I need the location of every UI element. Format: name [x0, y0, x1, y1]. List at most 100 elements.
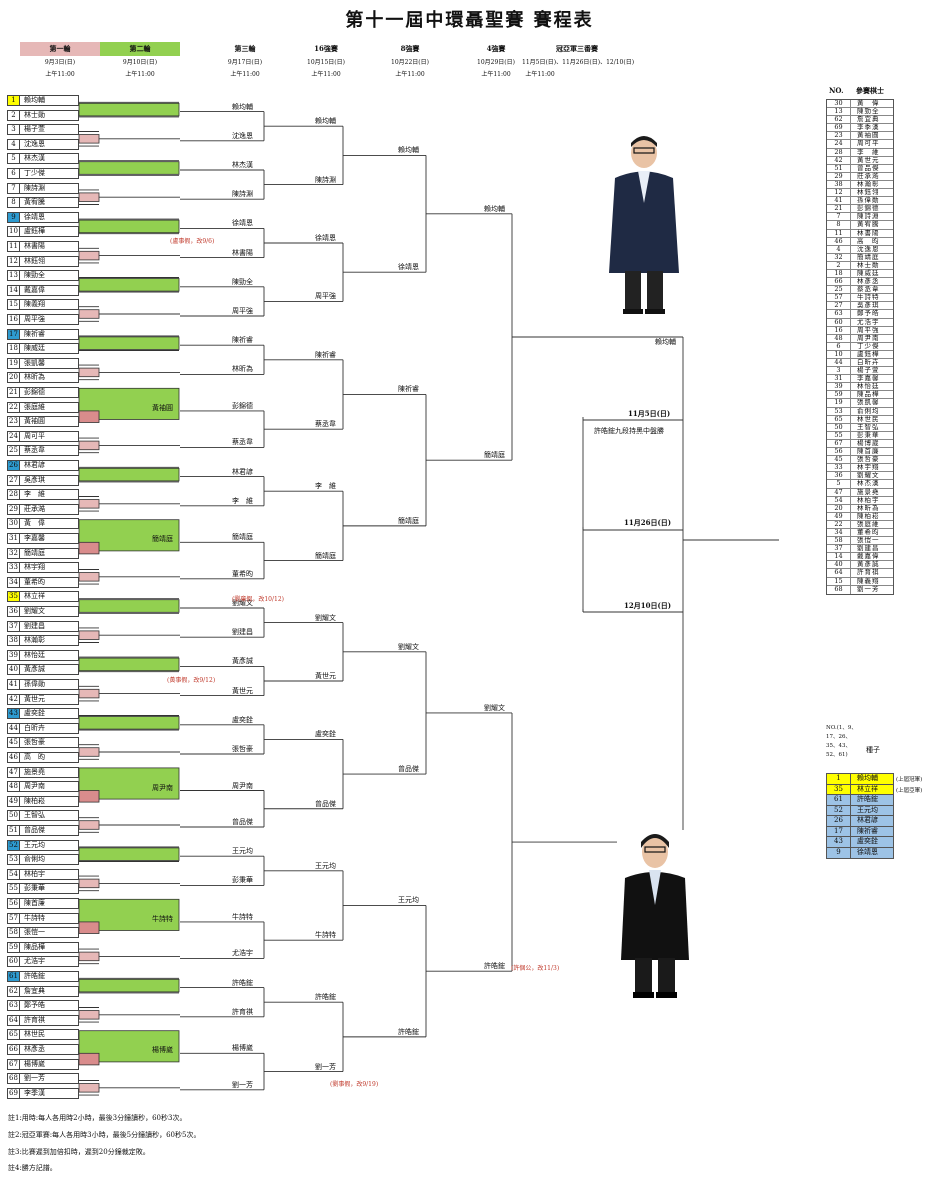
- roster-name: 林柏宇: [857, 495, 880, 504]
- player-number: 39: [7, 649, 20, 661]
- player-name: 李季漢: [20, 1087, 79, 1099]
- sf-winner: 劉耀文: [484, 703, 505, 712]
- roster-number: 33: [827, 464, 851, 472]
- player-name: 林怡廷: [20, 649, 79, 661]
- player-name: 林昕為: [20, 372, 79, 384]
- finalist-photo-bottom: [617, 830, 693, 1000]
- round3-entrant: 劉建昌: [232, 628, 253, 637]
- player-number: 6: [7, 168, 20, 179]
- round6-time: 上午11:00: [481, 71, 511, 78]
- round3-entrant: 楊博崴: [232, 1044, 253, 1053]
- player-name: 蔡丞韋: [20, 445, 79, 457]
- roster-name: 蔡丞韋: [857, 285, 880, 294]
- player-number: 24: [7, 430, 20, 442]
- seed-note: (上屆冠軍): [896, 777, 923, 783]
- player-name: 林彥丞: [20, 1044, 79, 1055]
- roster-name: 張凱馨: [857, 398, 880, 407]
- roster-number: 29: [827, 172, 851, 180]
- qf-winner: 許皓鋐: [398, 1027, 419, 1036]
- roster-name: 陳勁全: [857, 107, 880, 116]
- finalist: 賴均輔: [655, 337, 676, 346]
- round3-entrant: 彭秉華: [232, 876, 253, 885]
- roster-number: 21: [827, 205, 851, 213]
- player-name: 劉耀文: [20, 606, 79, 617]
- player-number: 44: [7, 722, 20, 734]
- player-number: 55: [7, 883, 20, 895]
- round2-winner: 楊博崴: [152, 1046, 173, 1055]
- roster-number: 62: [827, 116, 851, 124]
- round3-entrant: 林君諺: [232, 467, 253, 476]
- roster-name: 劉一芳: [857, 584, 880, 593]
- seed-note: (上屆亞軍): [896, 787, 923, 794]
- player-number: 69: [7, 1087, 20, 1099]
- roster-name: 張庭維: [857, 519, 880, 528]
- player-name: 周尹南: [20, 781, 79, 793]
- round2-match-box: [78, 278, 180, 292]
- round1-match-box: [78, 134, 100, 144]
- player-number: 18: [7, 343, 20, 355]
- roster-name: 陳品樺: [857, 390, 880, 399]
- roster-number: 67: [827, 439, 851, 448]
- player-name: 陳詩淵: [20, 182, 79, 194]
- player-name: 彭錦德: [20, 387, 79, 398]
- player-name: 莊承澔: [20, 503, 79, 515]
- round3-entrant: 林杰漢: [232, 161, 253, 169]
- roster-name: 曾品傑: [857, 163, 880, 172]
- player-name: 林書陽: [20, 241, 79, 252]
- round1-header: 第一輪: [20, 42, 100, 56]
- round4-date: 10月15日(日): [307, 59, 345, 66]
- player-name: 簡靖庭: [20, 547, 79, 559]
- player-name: 戴嘉偉: [20, 284, 79, 296]
- player-number: 29: [7, 503, 20, 515]
- qf-winner: 賴均輔: [398, 146, 419, 155]
- roster-number: 51: [827, 164, 851, 172]
- round2-match-box: [78, 336, 180, 350]
- seed-name: 盧奕銓: [857, 837, 878, 845]
- roster-name: 李嘉馨: [857, 374, 880, 383]
- player-number: 2: [7, 109, 20, 121]
- player-number: 11: [7, 241, 20, 252]
- player-number: 25: [7, 445, 20, 457]
- roster-number: 47: [827, 488, 851, 496]
- roster-name: 周可平: [857, 139, 880, 148]
- roster-number: 60: [827, 318, 851, 326]
- roster-name: 簡靖庭: [857, 252, 880, 261]
- round1-match-box: [78, 688, 100, 699]
- player-number: 10: [7, 226, 20, 238]
- roster-number: 48: [827, 334, 851, 342]
- player-name: 陳品樺: [20, 941, 79, 953]
- player-name: 林立祥: [20, 591, 79, 603]
- round1-match-box: [78, 1010, 100, 1020]
- roster-name: 鄭予皓: [857, 309, 880, 318]
- round3-entrant: 張哲豪: [232, 745, 253, 753]
- player-name: 林世民: [20, 1029, 79, 1041]
- round3-header: 第三輪: [234, 44, 256, 53]
- seed-name: 徐靖恩: [857, 847, 878, 856]
- round2-date: 9月10日(日): [122, 59, 158, 66]
- roster-number: 5: [827, 480, 851, 488]
- reschedule-note: (劉棄假，改10/12): [232, 596, 284, 603]
- player-name: 陳義翔: [20, 299, 79, 311]
- r16-winner: 賴均輔: [315, 117, 336, 126]
- roster-number: 34: [827, 528, 851, 537]
- roster-name: 黃袖圓: [857, 131, 880, 140]
- player-number: 17: [7, 328, 20, 340]
- roster-number: 56: [827, 447, 851, 456]
- roster-name: 林怡廷: [857, 382, 880, 391]
- player-name: 陳首廉: [20, 898, 79, 909]
- player-name: 賴均輔: [20, 95, 79, 106]
